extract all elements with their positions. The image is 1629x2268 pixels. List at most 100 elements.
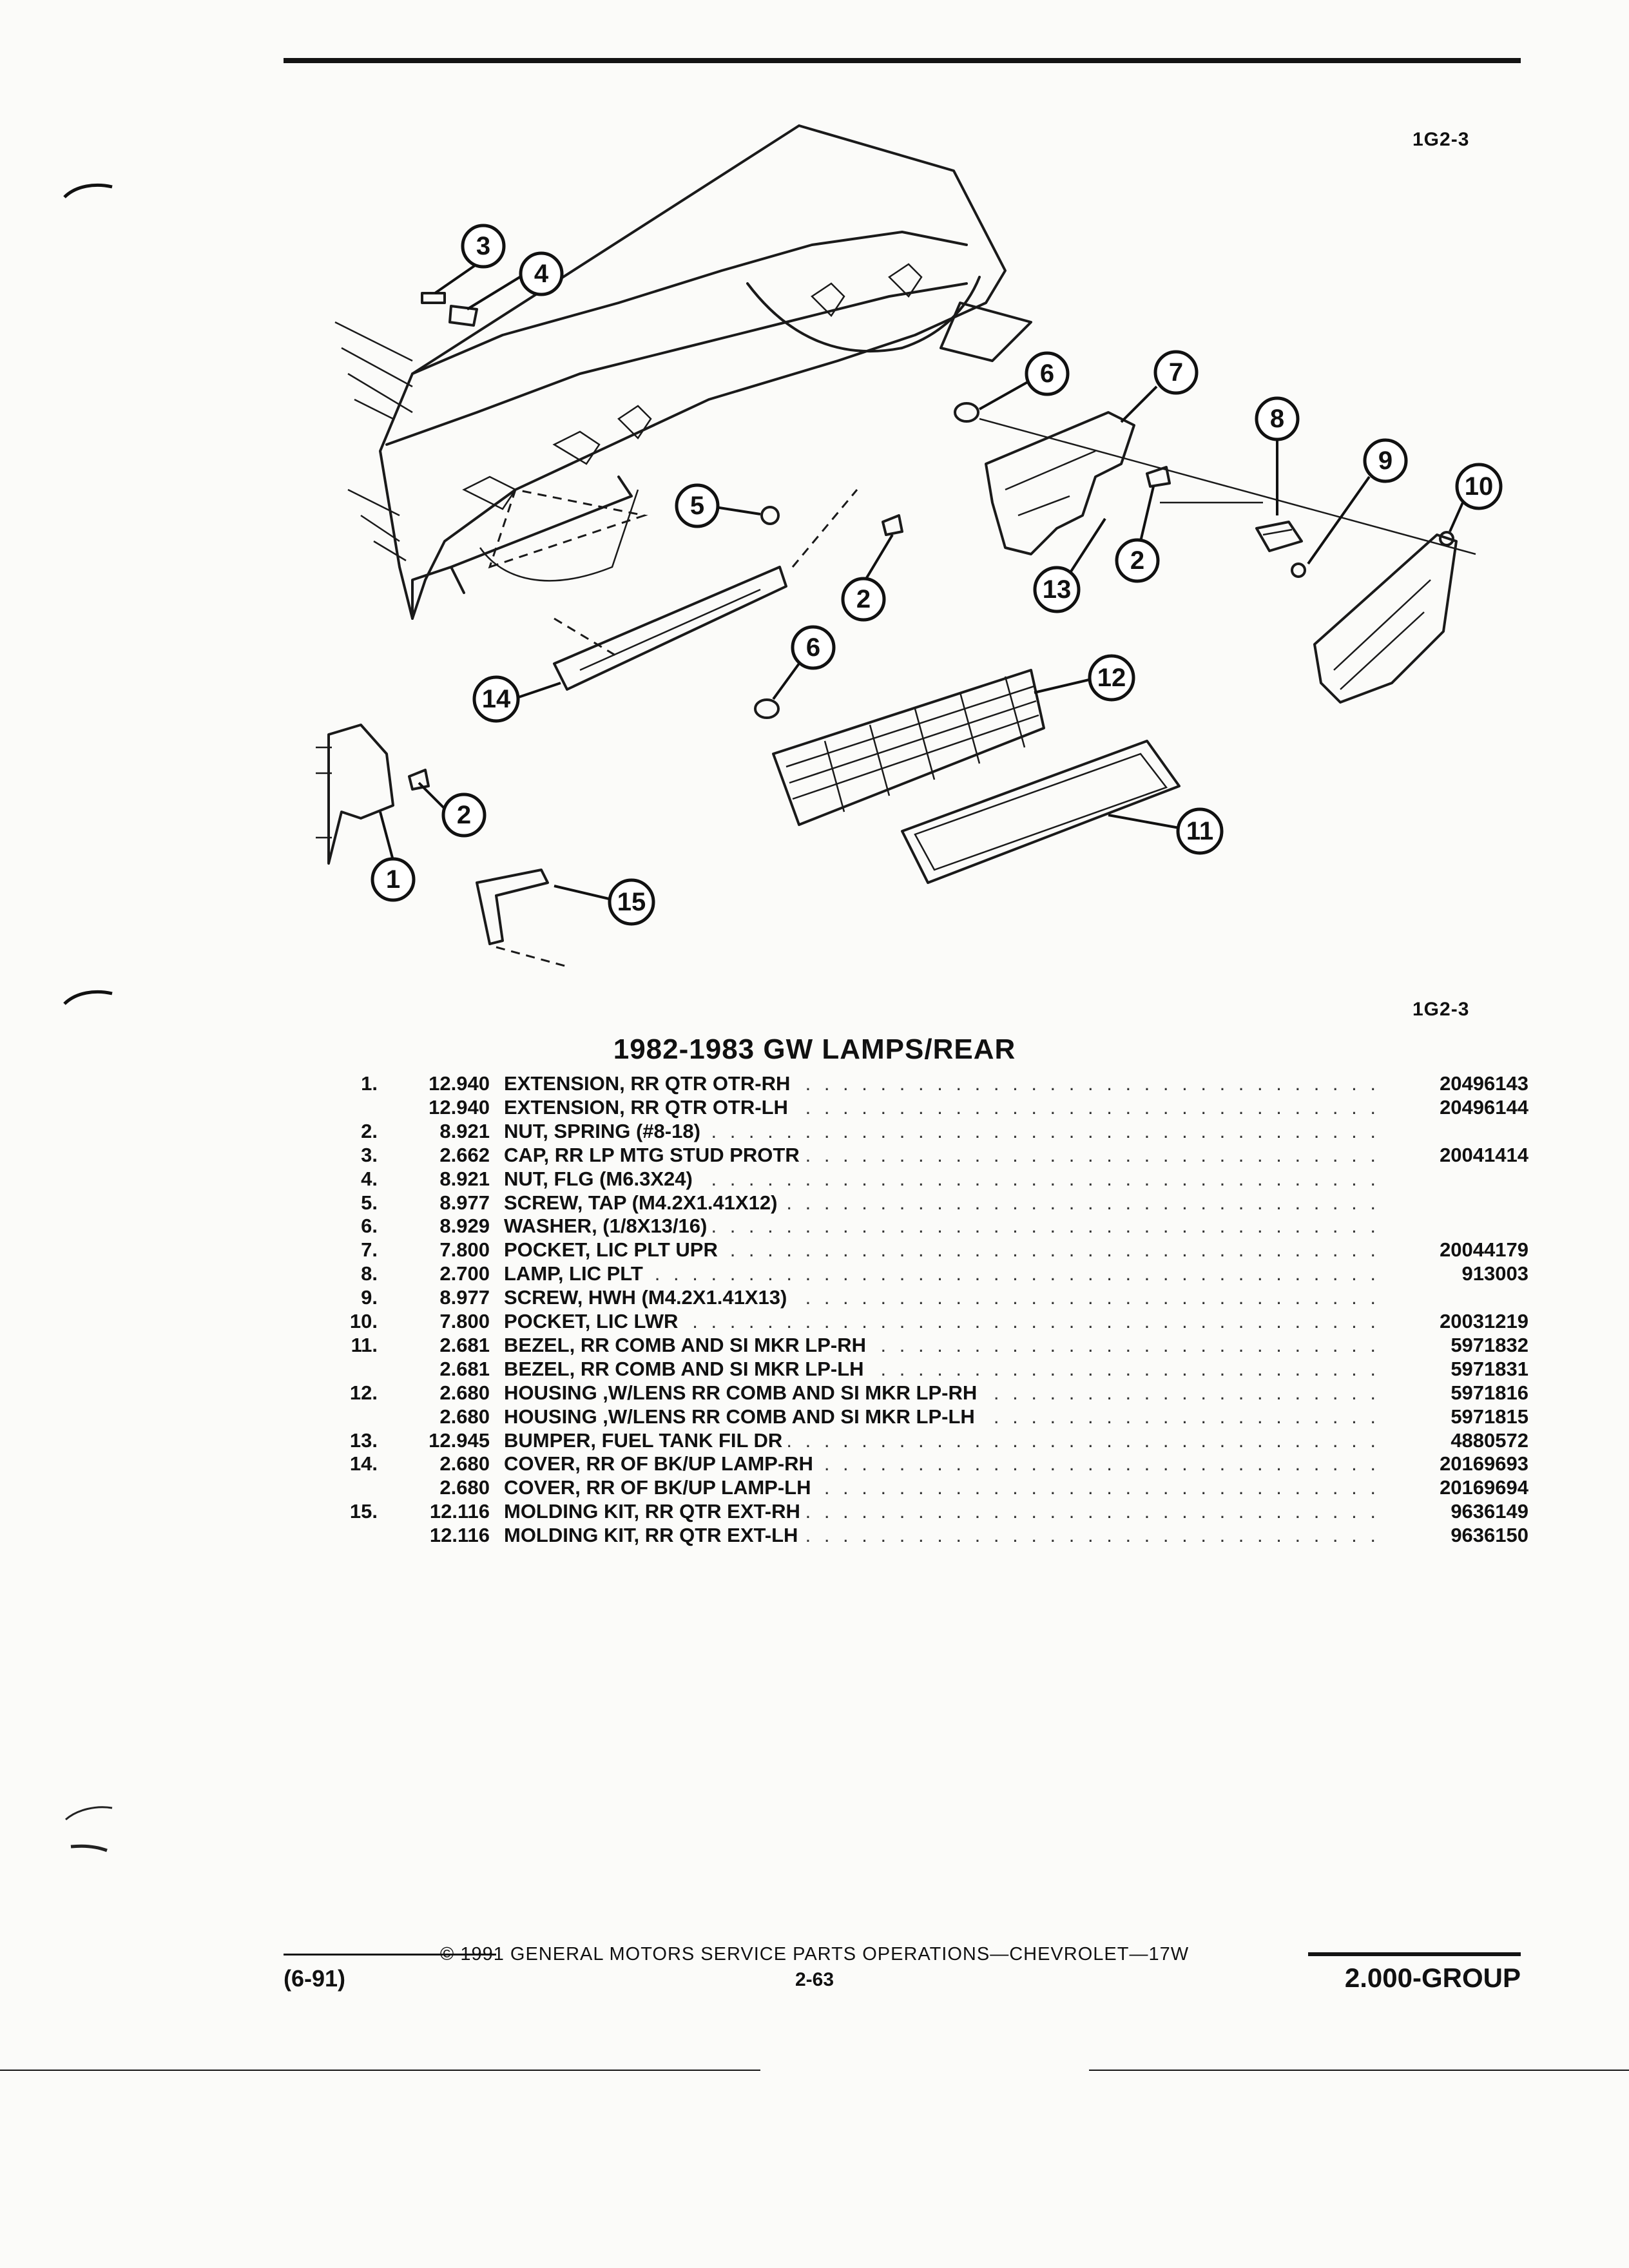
part-row: 11.2.681BEZEL, RR COMB AND SI MKR LP-RH5… bbox=[0, 1332, 1629, 1357]
svg-text:6: 6 bbox=[806, 633, 820, 662]
part-description: POCKET, LIC LWR bbox=[504, 1309, 684, 1333]
part-name: POCKET bbox=[504, 1238, 585, 1262]
part-name: BEZEL bbox=[504, 1333, 570, 1356]
callout-1: 1 bbox=[371, 811, 416, 902]
part-group-number: 8.929 bbox=[439, 1215, 490, 1238]
part-item-number: 2. bbox=[361, 1119, 378, 1142]
part-description: EXTENSION, RR QTR OTR-RH bbox=[504, 1072, 796, 1095]
part-10-pocket-illustration bbox=[1313, 533, 1458, 704]
part-qualifier: ,W/LENS RR COMB AND SI MKR LP-RH bbox=[597, 1381, 978, 1404]
part-number: 20031219 bbox=[1433, 1309, 1528, 1333]
part-group-number: 2.680 bbox=[439, 1476, 490, 1499]
svg-text:12: 12 bbox=[1097, 664, 1126, 692]
part-group-number: 12.940 bbox=[429, 1072, 490, 1095]
callout-8: 8 bbox=[1255, 396, 1300, 515]
part-group-number: 8.921 bbox=[439, 1119, 490, 1142]
part-name: LAMP bbox=[504, 1262, 558, 1285]
svg-text:15: 15 bbox=[617, 888, 646, 916]
callout-2c: 2 bbox=[1115, 486, 1160, 583]
part-qualifier: , RR COMB AND SI MKR LP-LH bbox=[569, 1357, 864, 1380]
section-title: 1982-1983 GW LAMPS/REAR bbox=[613, 1033, 1016, 1065]
part-name: BEZEL bbox=[504, 1357, 570, 1380]
part-name: EXTENSION bbox=[504, 1095, 620, 1119]
part-qualifier: , LIC LWR bbox=[584, 1310, 679, 1332]
part-qualifier: , LIC PLT UPR bbox=[584, 1238, 718, 1262]
part-group-number: 2.680 bbox=[439, 1381, 490, 1404]
part-item-number: 10. bbox=[349, 1310, 378, 1332]
rear-body-panel-illustration bbox=[334, 124, 1032, 620]
part-item-number: 15. bbox=[349, 1500, 378, 1523]
part-item-number: 11. bbox=[351, 1333, 378, 1356]
svg-text:13: 13 bbox=[1043, 575, 1072, 604]
callout-5: 5 bbox=[675, 483, 761, 528]
part-8-lamp-illustration bbox=[1255, 521, 1303, 552]
part-12-housing-illustration bbox=[772, 669, 1045, 826]
callout-7: 7 bbox=[1120, 350, 1199, 423]
part-name: HOUSING bbox=[504, 1381, 597, 1404]
part-number: 20169693 bbox=[1433, 1452, 1528, 1476]
callout-12: 12 bbox=[1034, 654, 1135, 702]
part-number: 5971832 bbox=[1444, 1332, 1528, 1357]
part-number: 5971815 bbox=[1444, 1404, 1528, 1428]
part-description: HOUSING ,W/LENS RR COMB AND SI MKR LP-LH bbox=[504, 1404, 980, 1428]
part-number: 5971816 bbox=[1444, 1380, 1528, 1405]
part-description: COVER, RR OF BK/UP LAMP-LH bbox=[504, 1475, 816, 1500]
callout-10: 10 bbox=[1449, 463, 1503, 532]
part-group-number: 7.800 bbox=[439, 1310, 490, 1332]
part-qualifier: , SPRING (#8-18) bbox=[543, 1119, 700, 1142]
part-name: COVER bbox=[504, 1476, 575, 1499]
part-description: WASHER, (1/8X13/16) bbox=[504, 1214, 713, 1238]
part-group-number: 7.800 bbox=[439, 1238, 490, 1262]
part-qualifier: , RR LP MTG STUD PROTR bbox=[543, 1143, 800, 1166]
part-group-number: 8.977 bbox=[439, 1191, 490, 1214]
part-qualifier: , RR QTR EXT-RH bbox=[633, 1500, 800, 1523]
part-number: 913003 bbox=[1455, 1262, 1528, 1286]
part-item-number: 5. bbox=[361, 1191, 378, 1214]
callout-4: 4 bbox=[466, 251, 564, 311]
part-description: EXTENSION, RR QTR OTR-LH bbox=[504, 1095, 793, 1119]
part-group-number: 12.940 bbox=[429, 1095, 490, 1119]
part-description: SCREW, TAP (M4.2X1.41X12) bbox=[504, 1190, 783, 1215]
callout-14: 14 bbox=[472, 675, 561, 723]
part-number: 5971831 bbox=[1444, 1356, 1528, 1381]
footer-group: 2.000-GROUP bbox=[1344, 1963, 1521, 1993]
svg-text:1: 1 bbox=[386, 865, 400, 894]
footer-page-number: 2-63 bbox=[795, 1969, 834, 1990]
callout-11: 11 bbox=[1108, 807, 1224, 855]
footer-date-code: (6-91) bbox=[284, 1965, 346, 1992]
part-description: COVER, RR OF BK/UP LAMP-RH bbox=[504, 1452, 818, 1476]
part-name: HOUSING bbox=[504, 1405, 597, 1428]
svg-text:4: 4 bbox=[534, 260, 549, 288]
ref-code-top: 1G2-3 bbox=[1412, 129, 1470, 150]
callout-2a: 2 bbox=[418, 782, 487, 838]
footer-rule-right bbox=[1308, 1952, 1521, 1956]
part-group-number: 12.116 bbox=[429, 1524, 490, 1547]
part-number: 4880572 bbox=[1444, 1428, 1528, 1452]
svg-text:5: 5 bbox=[690, 492, 704, 520]
part-group-number: 12.945 bbox=[429, 1428, 490, 1452]
part-row: 5. 8.977 SCREW, TAP (M4.2X1.41X12) bbox=[0, 1190, 1629, 1215]
svg-text:3: 3 bbox=[476, 232, 490, 260]
part-description: BEZEL, RR COMB AND SI MKR LP-LH bbox=[504, 1356, 869, 1381]
part-description: BUMPER, FUEL TANK FIL DR bbox=[504, 1428, 788, 1452]
part-name: MOLDING KIT bbox=[504, 1524, 634, 1547]
part-number: 9636149 bbox=[1444, 1499, 1528, 1524]
part-item-number: 12. bbox=[349, 1381, 378, 1404]
part-name: COVER bbox=[504, 1452, 575, 1475]
part-name: MOLDING KIT bbox=[504, 1500, 634, 1523]
part-row: 4.8.921NUT, FLG (M6.3X24) bbox=[0, 1166, 1629, 1191]
part-qualifier: , RR QTR EXT-LH bbox=[633, 1524, 798, 1547]
part-item-number: 8. bbox=[361, 1262, 378, 1285]
svg-text:8: 8 bbox=[1270, 405, 1284, 433]
margin-mark-bottom bbox=[65, 1806, 113, 1852]
svg-text:14: 14 bbox=[482, 685, 511, 713]
part-row: 2.8.921NUT, SPRING (#8-18) bbox=[0, 1119, 1629, 1143]
part-name: SCREW bbox=[504, 1286, 577, 1309]
part-number: 20496143 bbox=[1433, 1072, 1528, 1095]
part-qualifier: , LIC PLT bbox=[557, 1262, 643, 1285]
part-row: 15.12.116MOLDING KIT, RR QTR EXT-RH96361… bbox=[0, 1499, 1629, 1524]
part-row: 9.8.977SCREW, HWH (M4.2X1.41X13) bbox=[0, 1285, 1629, 1310]
part-name: NUT bbox=[504, 1167, 543, 1190]
